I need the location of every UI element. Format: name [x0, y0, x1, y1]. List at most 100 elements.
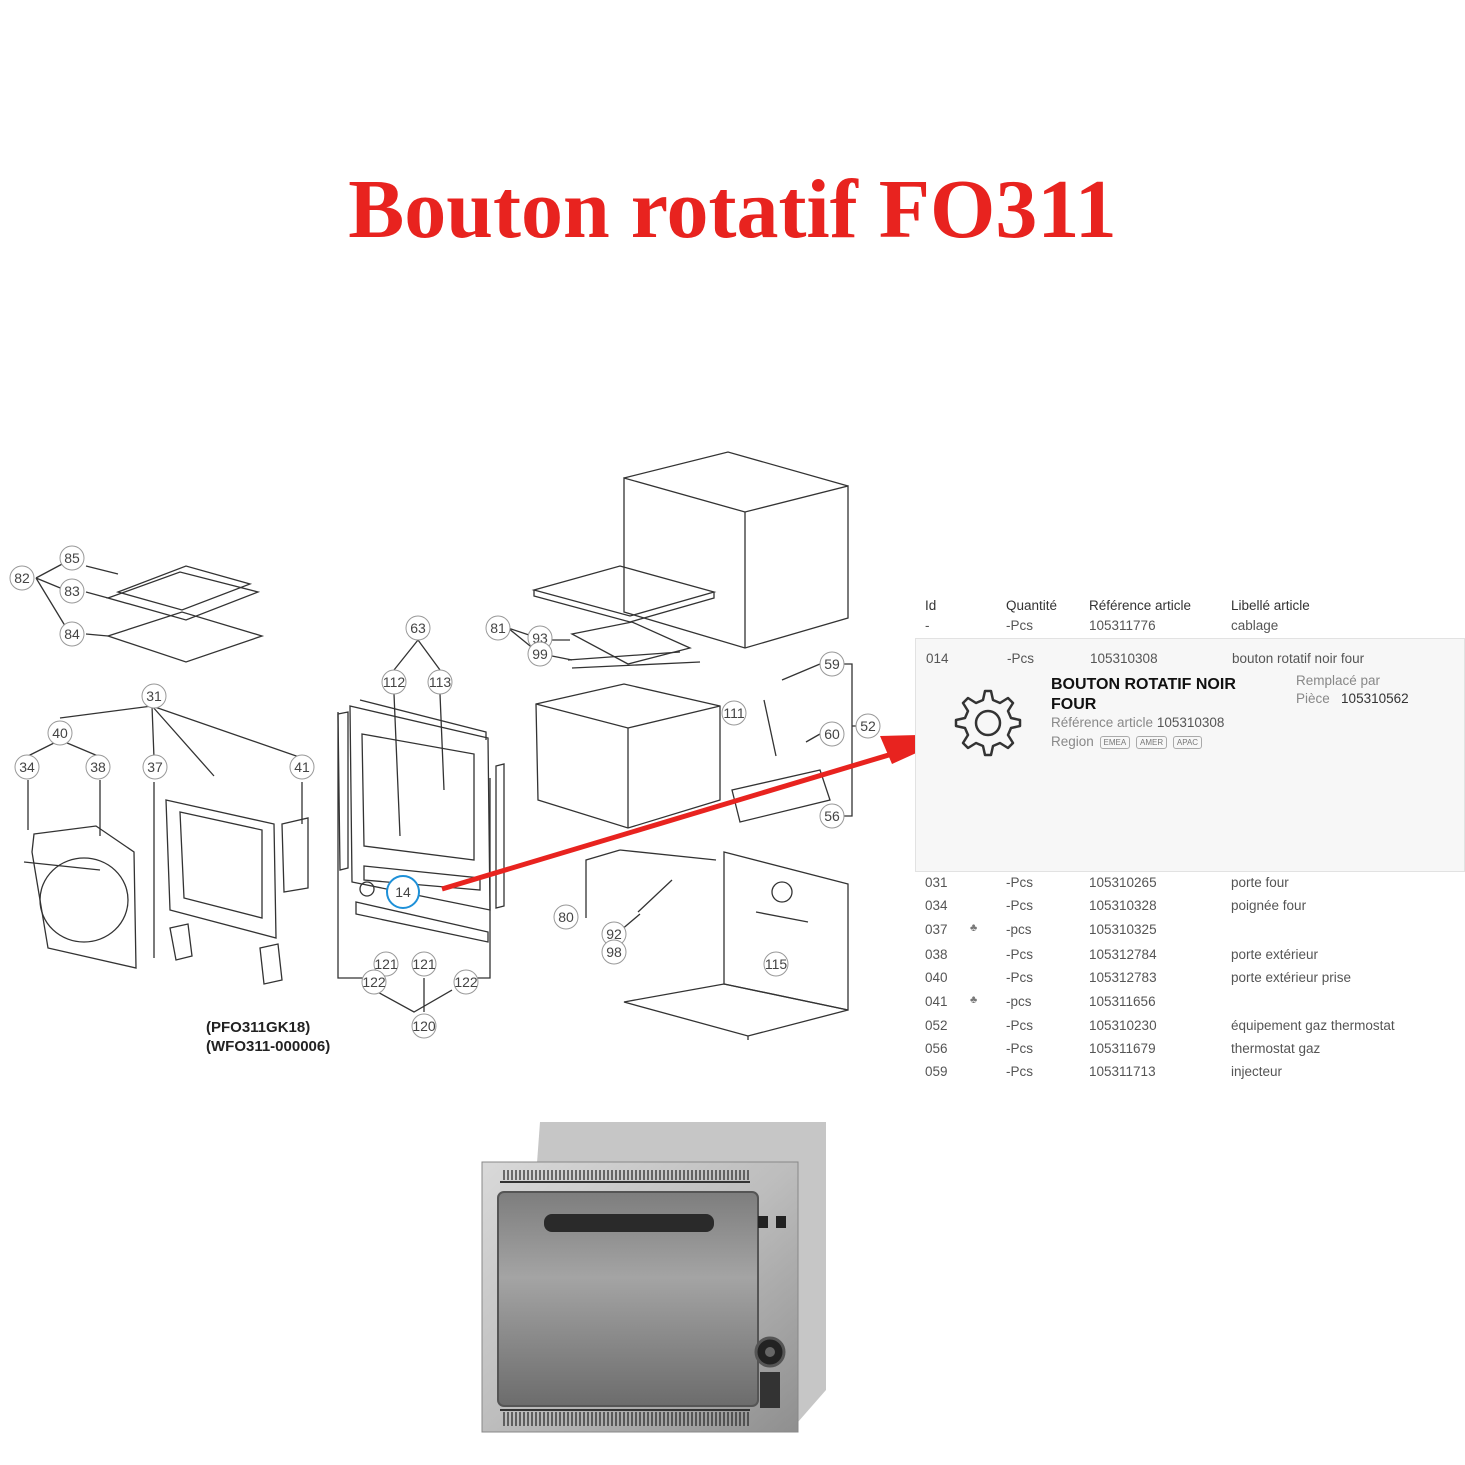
- callout-82[interactable]: 82: [14, 570, 30, 586]
- cell-label: cablage: [1231, 618, 1279, 633]
- cell-ref: 105310308: [1090, 651, 1158, 666]
- model-code-pfo: (PFO311GK18): [206, 1019, 311, 1036]
- cell-label: porte extérieur: [1231, 947, 1319, 962]
- cell-id: 052: [925, 1018, 948, 1033]
- callout-111[interactable]: 111: [723, 705, 744, 721]
- piece-label: Pièce: [1296, 691, 1330, 706]
- callout-circle: [381, 669, 407, 695]
- header-qty[interactable]: Quantité: [1006, 598, 1058, 613]
- callout-63[interactable]: 63: [410, 620, 426, 636]
- part-regions: Region EMEA AMER APAC: [1051, 734, 1203, 749]
- callout-circle: [819, 721, 845, 747]
- callout-115[interactable]: 115: [765, 956, 788, 972]
- eco-icon: ♣: [970, 922, 978, 934]
- callout-93[interactable]: 93: [532, 630, 548, 646]
- callout-112[interactable]: 112: [383, 674, 406, 690]
- cell-qty: -Pcs: [1006, 970, 1033, 985]
- callout-121[interactable]: 121: [374, 956, 398, 972]
- cell-label: poignée four: [1231, 898, 1307, 913]
- header-ref[interactable]: Référence article: [1089, 598, 1192, 613]
- region-tag-amer: AMER: [1135, 735, 1168, 749]
- cell-ref: 105310265: [1089, 875, 1157, 890]
- callout-59[interactable]: 59: [824, 656, 840, 672]
- callout-83[interactable]: 83: [64, 583, 80, 599]
- callout-40[interactable]: 40: [52, 725, 68, 741]
- callout-80[interactable]: 80: [558, 909, 574, 925]
- callout-41[interactable]: 41: [294, 759, 310, 775]
- cell-id: 059: [925, 1064, 948, 1079]
- cell-qty: -Pcs: [1006, 947, 1033, 962]
- header-id[interactable]: Id: [925, 598, 937, 613]
- cell-id: 037: [925, 922, 948, 937]
- piece-value[interactable]: 105310562: [1341, 691, 1409, 706]
- callout-120[interactable]: 120: [412, 1018, 436, 1034]
- replaced-by-label: Remplacé par: [1296, 673, 1381, 688]
- region-tag-emea: EMEA: [1099, 735, 1131, 749]
- callout-circle: [405, 615, 431, 641]
- part-reference: Référence article 105310308: [1051, 715, 1224, 730]
- callout-circle: [59, 621, 85, 647]
- cell-id: 031: [925, 875, 948, 890]
- selected-part-panel[interactable]: 014 -Pcs 105310308 bouton rotatif noir f…: [915, 638, 1465, 872]
- cell-ref: 105311679: [1089, 1041, 1156, 1056]
- cell-id: 038: [925, 947, 948, 962]
- callout-92[interactable]: 92: [606, 926, 622, 942]
- ref-value: 105310308: [1156, 715, 1225, 730]
- callout-121[interactable]: 121: [412, 956, 436, 972]
- cell-id: 014: [926, 651, 949, 666]
- callout-122[interactable]: 122: [362, 974, 386, 990]
- callout-circle: [142, 754, 168, 780]
- callout-98[interactable]: 98: [606, 944, 622, 960]
- callout-52[interactable]: 52: [860, 718, 876, 734]
- cell-qty: -Pcs: [1006, 875, 1033, 890]
- callout-81[interactable]: 81: [490, 620, 506, 636]
- cell-ref: 105312784: [1089, 947, 1157, 962]
- part-name: BOUTON ROTATIF NOIR FOUR: [1051, 676, 1236, 713]
- table-row[interactable]: - -Pcs 105311776 cablage: [916, 618, 1465, 638]
- callout-60[interactable]: 60: [824, 726, 840, 742]
- callout-85[interactable]: 85: [64, 550, 80, 566]
- callout-circle: [819, 651, 845, 677]
- callout-circle: [553, 904, 579, 930]
- cell-qty: -Pcs: [1006, 1018, 1033, 1033]
- cell-ref: 105310325: [1089, 922, 1157, 937]
- cell-label: injecteur: [1231, 1064, 1283, 1079]
- callout-99[interactable]: 99: [532, 646, 548, 662]
- callout-circle: [721, 700, 747, 726]
- table-header: Id Quantité Référence article Libellé ar…: [916, 598, 1465, 618]
- callout-14[interactable]: 14: [395, 884, 411, 900]
- page-title: Bouton rotatif FO311: [348, 163, 1117, 256]
- table-row[interactable]: 038 -Pcs 105312784 porte extérieur: [916, 947, 1465, 967]
- cell-id: 056: [925, 1041, 948, 1056]
- cell-label: bouton rotatif noir four: [1232, 651, 1365, 666]
- region-label: Region: [1051, 734, 1094, 749]
- callout-31[interactable]: 31: [146, 688, 162, 704]
- cell-qty: -Pcs: [1007, 651, 1034, 666]
- cell-id: 040: [925, 970, 948, 985]
- callout-56[interactable]: 56: [824, 808, 840, 824]
- callout-38[interactable]: 38: [90, 759, 106, 775]
- callout-37[interactable]: 37: [147, 759, 163, 775]
- callout-84[interactable]: 84: [64, 626, 80, 642]
- callout-circle: [485, 615, 511, 641]
- callout-122[interactable]: 122: [454, 974, 478, 990]
- callout-circle: [527, 641, 553, 667]
- cell-qty: -Pcs: [1006, 1064, 1033, 1079]
- callout-34[interactable]: 34: [19, 759, 35, 775]
- gear-icon: [954, 689, 1022, 757]
- callout-circle: [601, 939, 627, 965]
- replacement-piece: Pièce 105310562: [1296, 691, 1409, 706]
- cell-qty: -Pcs: [1006, 618, 1033, 633]
- callout-circle: [819, 803, 845, 829]
- callout-113[interactable]: 113: [429, 674, 452, 690]
- header-label[interactable]: Libellé article: [1231, 598, 1310, 613]
